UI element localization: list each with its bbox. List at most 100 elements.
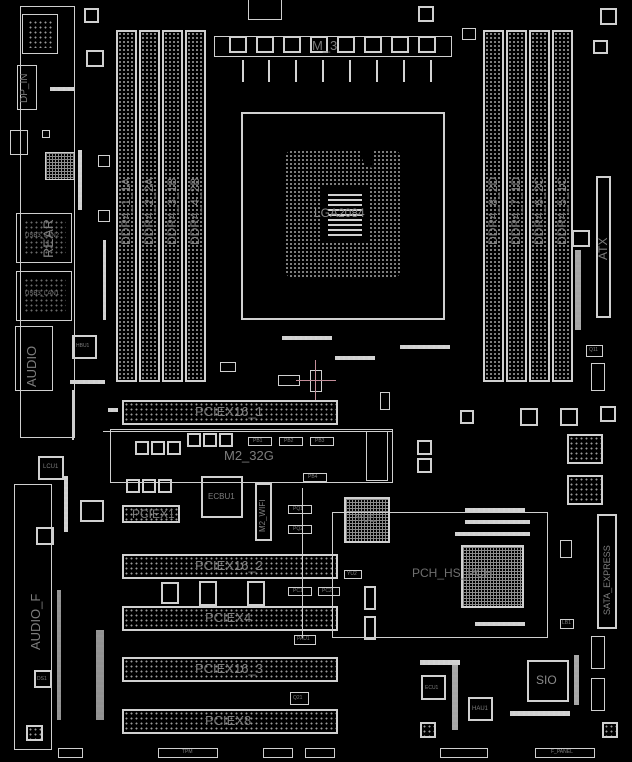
- audio-codec-chip: [26, 725, 43, 741]
- dimm-slot-d1[interactable]: [506, 30, 527, 382]
- fuse-pb3-label: PB3: [315, 438, 325, 444]
- capacitor-block: [199, 581, 217, 606]
- cpu-socket[interactable]: [241, 112, 445, 320]
- atx-power-connector[interactable]: [596, 176, 611, 318]
- usb-header-right[interactable]: [591, 678, 605, 711]
- usb-header-right[interactable]: [591, 636, 605, 669]
- passives-row: [420, 660, 460, 665]
- q21-label: Q21: [293, 695, 303, 701]
- fuse-pq1-label: PQ1: [293, 506, 304, 512]
- hdmi-connector: [22, 14, 58, 54]
- pcie-slot-x1-label: PCIEX1: [132, 507, 175, 521]
- m2-slot-label: M2_32G: [224, 448, 274, 463]
- hau-label: HAU1: [472, 706, 489, 712]
- small-chip: [98, 155, 110, 167]
- dimm-slot-a1[interactable]: [116, 30, 137, 382]
- bios-chip: [420, 722, 436, 738]
- usb-lan1-connector: [16, 271, 72, 321]
- rear-small-connector: [10, 130, 28, 155]
- dimm-label-d1: DDR4_7_1D: [509, 176, 523, 245]
- usb-header: [591, 363, 605, 391]
- bottom-header[interactable]: [440, 748, 488, 758]
- pcie-slot-x16-3[interactable]: [122, 657, 338, 682]
- dp-in-label: DP_IN: [19, 73, 30, 103]
- sata-express-connector[interactable]: [597, 514, 617, 629]
- vrm-mosfets: [242, 60, 244, 82]
- pcie-slot-x8[interactable]: [122, 709, 338, 734]
- ecbu-chip: [201, 476, 243, 518]
- bottom-header[interactable]: [58, 748, 83, 758]
- rear-io-shroud: [20, 6, 75, 438]
- pcie-area-outline: [103, 430, 393, 432]
- audio-front-outline: [14, 484, 52, 750]
- bottom-header[interactable]: [263, 748, 293, 758]
- fuse-pq2-label: PQ2: [293, 526, 304, 532]
- small-chip: [98, 210, 110, 222]
- passives-row: [400, 345, 450, 349]
- small-chip: [560, 408, 578, 426]
- pcie-slot-x16-1[interactable]: [122, 400, 338, 425]
- nu-chip: [161, 582, 179, 604]
- capacitor-block: [247, 581, 265, 606]
- pch-label: PCH_HS_PCH: [412, 566, 493, 580]
- dimm-slot-c2[interactable]: [529, 30, 550, 382]
- usb-lan2-connector: [16, 213, 72, 263]
- small-chip: [380, 392, 390, 410]
- dimm-slot-d2[interactable]: [483, 30, 504, 382]
- lcu-chip: [38, 456, 64, 480]
- pau2-chip: [364, 586, 376, 610]
- passives-row: [50, 87, 74, 91]
- m2-wifi-slot[interactable]: [255, 483, 272, 541]
- fuse-pc2-label: PC2: [322, 588, 332, 594]
- cpu-center-pads: [328, 192, 362, 236]
- pcie-slot-x16-2-label: PCIEX16_2: [195, 558, 263, 573]
- fuse-pau1-label: PAU1: [297, 636, 310, 642]
- usb-lan2-pins: [24, 220, 66, 256]
- yu2-chip: [344, 570, 362, 579]
- pcie-slot-x16-3-label: PCIEX16_3: [195, 661, 263, 676]
- dimm-label-d2: DDR4_8_2D: [486, 176, 500, 245]
- fuse-pb1-label: PB1: [253, 438, 263, 444]
- dimm-label-b2: DDR4_4_2B: [188, 177, 202, 245]
- pcie-slot-x4-label: PCIEX4: [205, 610, 252, 625]
- passives-row: [335, 356, 375, 360]
- passives-column: [575, 250, 581, 330]
- dimm-slot-a2[interactable]: [139, 30, 160, 382]
- dimm-slot-b2[interactable]: [185, 30, 206, 382]
- f-panel-header[interactable]: [535, 748, 595, 758]
- passives-row: [465, 520, 530, 524]
- top-left-choke: [84, 8, 99, 23]
- dimm-label-a1: DDR4_1_1A: [119, 177, 133, 245]
- sata-express-label: SATA_EXPRESS: [602, 545, 612, 615]
- fuse-pb2-label: PB2: [284, 438, 294, 444]
- fuse-pb3: [310, 437, 334, 446]
- dimm-slot-b1[interactable]: [162, 30, 183, 382]
- hbu-label: HBU1: [76, 343, 90, 349]
- fuse-pc2: [318, 587, 340, 596]
- q11-label: Q11: [589, 347, 599, 353]
- dimm-slot-c1[interactable]: [552, 30, 573, 382]
- lb-label: LB1: [562, 620, 571, 626]
- m2-connector[interactable]: [366, 431, 388, 481]
- pcie-slot-x16-1-label: PCIEX16_1: [195, 404, 263, 419]
- rear-bracket-line: [72, 390, 74, 440]
- bottom-header[interactable]: [305, 748, 335, 758]
- dimm-label-a2: DDR4_2_2A: [142, 177, 156, 245]
- cpu-socket-label: LGA2084: [314, 206, 365, 220]
- fan-header: [593, 40, 608, 54]
- audio-jack-connector: [15, 326, 53, 391]
- hdmi-pins: [28, 20, 52, 48]
- fuse-pc1-label: PC1: [293, 588, 303, 594]
- passives-column: [57, 590, 61, 720]
- atx-aux-chip: [572, 230, 590, 247]
- tpm-header[interactable]: [158, 748, 218, 758]
- fuse-pb2: [279, 437, 303, 446]
- dp-in-connector: [17, 65, 37, 110]
- small-chip: [310, 370, 322, 392]
- pcie-slot-x1[interactable]: [122, 505, 180, 523]
- passives-row: [510, 711, 570, 716]
- lb-chip: [560, 619, 574, 629]
- passives-column: [64, 476, 68, 532]
- sata-connector-upper[interactable]: [567, 434, 603, 464]
- sata-connector-lower[interactable]: [567, 475, 603, 505]
